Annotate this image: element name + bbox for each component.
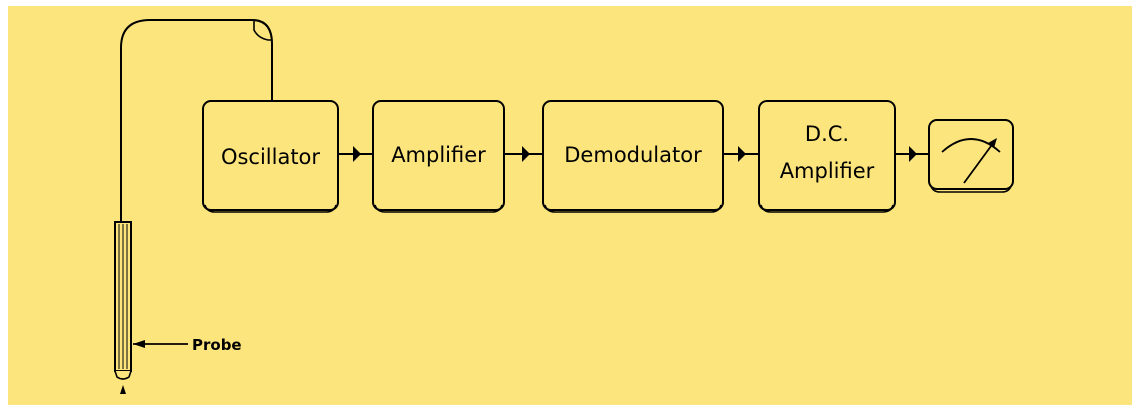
block-label-amplifier: Amplifier [391, 143, 486, 167]
block-oscillator: Oscillator [202, 100, 339, 213]
meter-scale-arc [941, 138, 1001, 153]
connector-demod-dcamp [723, 146, 759, 162]
connector-amp-demod [504, 146, 543, 162]
block-demodulator: Demodulator [542, 100, 724, 213]
meter [928, 119, 1014, 193]
probe [114, 221, 132, 394]
block-label-demodulator: Demodulator [564, 143, 702, 167]
probe-pointer [133, 340, 188, 348]
connector-dcamp-meter [895, 146, 929, 162]
meter-needle-tip [988, 138, 997, 148]
probe-label: Probe [192, 336, 242, 354]
block-label-dc-line1: D.C. [805, 122, 849, 146]
block-label-dc-line2: Amplifier [780, 159, 875, 183]
probe-cable [120, 19, 273, 222]
connector-osc-amp [338, 146, 373, 162]
block-label-oscillator: Oscillator [221, 145, 320, 169]
block-amplifier: Amplifier [372, 100, 505, 213]
cable-bend-detail [253, 20, 272, 41]
meter-needle [963, 141, 995, 184]
block-dc-amplifier: D.C. Amplifier [758, 100, 896, 213]
